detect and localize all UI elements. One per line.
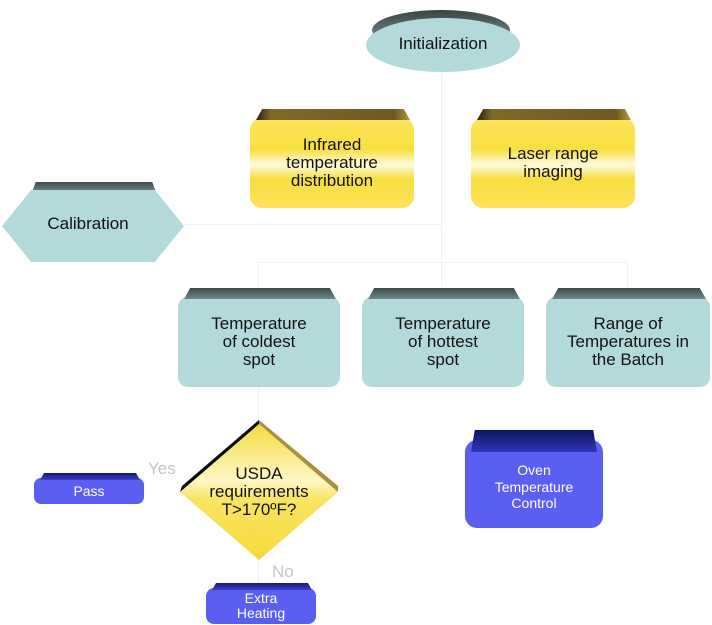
connector-to-range bbox=[627, 262, 628, 288]
decision-line-3: T>170ºF? bbox=[221, 499, 297, 519]
connector-bus bbox=[258, 262, 628, 263]
infrared-bevel bbox=[256, 109, 410, 120]
connector-to-extra-heating bbox=[258, 556, 259, 588]
calibration-bevel bbox=[32, 182, 156, 192]
infrared-line-3: distribution bbox=[290, 170, 374, 190]
oven-temperature-control-node[interactable]: Oven Temperature Control bbox=[465, 430, 603, 528]
extra-heating-line-1: Extra bbox=[244, 590, 278, 607]
coldest-bevel bbox=[184, 288, 336, 299]
laser-node[interactable]: Laser range imaging bbox=[471, 109, 635, 208]
hottest-line-1: Temperature bbox=[395, 314, 491, 334]
hottest-line-3: spot bbox=[426, 349, 460, 369]
connector-to-coldest bbox=[258, 262, 259, 288]
infrared-line-2: temperature bbox=[286, 153, 378, 173]
decision-line-2: requirements bbox=[209, 482, 309, 502]
decision-diamond-shape bbox=[180, 420, 338, 560]
pass-label: Pass bbox=[73, 482, 105, 499]
coldest-line-3: spot bbox=[242, 349, 276, 369]
pass-node[interactable]: Pass bbox=[34, 473, 144, 504]
oven-line-2: Temperature bbox=[494, 478, 574, 495]
coldest-spot-node[interactable]: Temperature of coldest spot bbox=[178, 288, 340, 387]
temperature-range-node[interactable]: Range of Temperatures in the Batch bbox=[546, 288, 710, 387]
laser-bevel bbox=[477, 109, 631, 120]
extra-heating-line-2: Heating bbox=[236, 605, 286, 621]
oven-bevel bbox=[471, 430, 597, 452]
extra-heating-node[interactable]: Extra Heating bbox=[206, 583, 316, 624]
initialization-face bbox=[366, 18, 520, 72]
decision-line-1: USDA bbox=[235, 464, 283, 484]
laser-line-2: imaging bbox=[523, 162, 583, 181]
coldest-line-2: of coldest bbox=[222, 332, 296, 352]
initialization-label: Initialization bbox=[398, 34, 488, 54]
oven-line-1: Oven bbox=[517, 462, 551, 479]
hottest-spot-node[interactable]: Temperature of hottest spot bbox=[362, 288, 524, 387]
infrared-line-1: Infrared bbox=[302, 135, 362, 155]
pass-bevel bbox=[40, 473, 140, 480]
calibration-label: Calibration bbox=[47, 214, 129, 234]
range-line-2: Temperatures in bbox=[567, 332, 689, 352]
connector-to-decision bbox=[258, 386, 259, 416]
connector-init-to-sensors bbox=[441, 72, 442, 287]
hottest-line-2: of hottest bbox=[408, 332, 478, 352]
oven-line-3: Control bbox=[511, 495, 557, 512]
range-line-1: Range of bbox=[593, 314, 663, 334]
coldest-line-1: Temperature bbox=[211, 314, 307, 334]
no-edge-label: No bbox=[272, 562, 294, 581]
yes-edge-label: Yes bbox=[148, 459, 176, 478]
calibration-node[interactable]: Calibration bbox=[2, 182, 184, 262]
infrared-node[interactable]: Infrared temperature distribution bbox=[250, 109, 414, 208]
range-bevel bbox=[552, 288, 706, 299]
extra-heating-bevel bbox=[212, 583, 312, 590]
connector-calibration bbox=[184, 224, 442, 225]
hottest-bevel bbox=[368, 288, 520, 299]
initialization-node[interactable]: Initialization bbox=[366, 10, 520, 72]
decision-right-edge bbox=[259, 420, 338, 492]
range-line-3: the Batch bbox=[592, 349, 664, 369]
laser-line-1: Laser range bbox=[507, 144, 599, 164]
decision-left-edge bbox=[180, 420, 259, 492]
usda-decision-node[interactable]: USDA requirements T>170ºF? bbox=[180, 420, 338, 560]
calibration-face bbox=[2, 190, 184, 262]
